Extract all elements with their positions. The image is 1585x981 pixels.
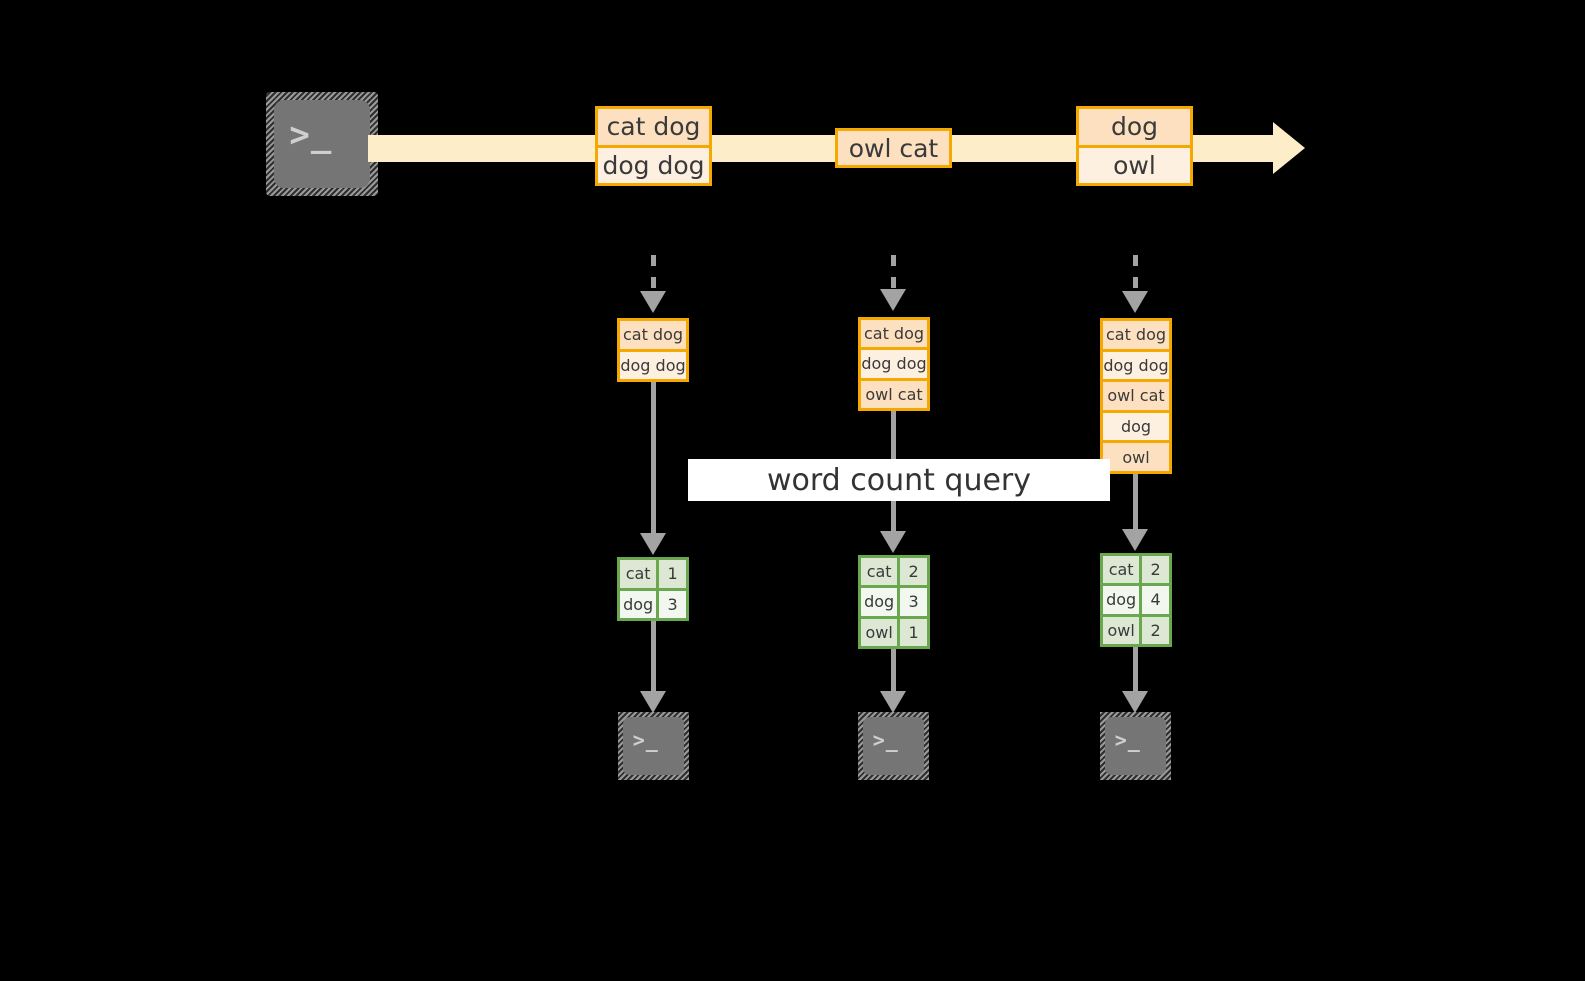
- snapshot-to-counts-arrowhead-3: [1122, 529, 1148, 551]
- terminal-screen: >_: [274, 100, 370, 188]
- word-count-table-1: cat 1 dog 3: [617, 557, 689, 621]
- sink-terminal-icon-3: >_: [1100, 712, 1171, 780]
- table-cell-word: dog: [1106, 590, 1137, 610]
- stream-arrow-head: [1273, 122, 1305, 174]
- table-cell-count: 1: [897, 618, 927, 646]
- snapshot-record: owl cat: [861, 377, 927, 408]
- stream-batch-2: owl cat: [835, 128, 952, 168]
- query-label: word count query: [688, 459, 1110, 501]
- word-count-table-3: cat 2 dog 4 owl 2: [1100, 553, 1172, 647]
- snapshot-record: dog dog: [1103, 348, 1169, 380]
- snapshot-record: dog: [1103, 409, 1169, 441]
- counts-to-sink-connector-1: [651, 621, 656, 695]
- counts-to-sink-connector-2: [891, 649, 896, 695]
- counts-to-sink-arrowhead-1: [640, 691, 666, 713]
- sink-terminal-icon-2: >_: [858, 712, 929, 780]
- query-label-text: word count query: [766, 462, 1032, 498]
- table-cell-word: owl: [1107, 620, 1135, 640]
- snapshot-record: cat dog: [620, 321, 686, 349]
- stream-to-snapshot-arrowhead-3: [1122, 291, 1148, 313]
- counts-to-sink-arrowhead-3: [1122, 691, 1148, 713]
- table-cell-word: dog: [623, 594, 654, 614]
- table-cell-count: 1: [656, 560, 686, 588]
- snapshot-record: owl: [1103, 440, 1169, 471]
- stream-record: dog dog: [598, 144, 709, 183]
- table-cell-count: 2: [897, 558, 927, 586]
- snapshot-to-counts-arrowhead-1: [640, 533, 666, 555]
- terminal-prompt-glyph: >_: [289, 114, 333, 155]
- snapshot-record: dog dog: [861, 347, 927, 378]
- stream-to-snapshot-connector-1: [651, 255, 656, 299]
- counts-to-sink-connector-3: [1133, 647, 1138, 695]
- snapshot-record: cat dog: [1103, 321, 1169, 349]
- snapshot-records-3: cat dog dog dog owl cat dog owl: [1100, 318, 1172, 474]
- table-cell-count: 3: [656, 590, 686, 618]
- terminal-screen: >_: [863, 717, 924, 775]
- table-cell-count: 4: [1139, 586, 1169, 614]
- snapshot-record: dog dog: [620, 348, 686, 379]
- counts-to-sink-arrowhead-2: [880, 691, 906, 713]
- stream-to-snapshot-connector-2: [891, 255, 896, 297]
- terminal-prompt-glyph: >_: [1114, 727, 1141, 752]
- stream-to-snapshot-arrowhead-2: [880, 289, 906, 311]
- table-cell-word: cat: [1108, 560, 1134, 580]
- terminal-screen: >_: [623, 717, 684, 775]
- snapshot-to-counts-connector-3: [1133, 474, 1138, 533]
- table-row: owl 2: [1103, 613, 1169, 644]
- table-cell-word: cat: [625, 564, 651, 584]
- table-cell-word: dog: [864, 592, 895, 612]
- table-cell-count: 2: [1139, 616, 1169, 644]
- stream-to-snapshot-arrowhead-1: [640, 291, 666, 313]
- snapshot-records-2: cat dog dog dog owl cat: [858, 317, 930, 411]
- snapshot-record: cat dog: [861, 320, 927, 348]
- stream-batch-3: dog owl: [1076, 106, 1193, 186]
- stream-record: owl cat: [838, 131, 949, 165]
- table-row: cat 1: [620, 560, 686, 588]
- terminal-prompt-glyph: >_: [872, 727, 899, 752]
- table-row: dog 3: [620, 587, 686, 618]
- table-cell-count: 2: [1139, 556, 1169, 584]
- stream-record: cat dog: [598, 109, 709, 145]
- snapshot-to-counts-connector-1: [651, 382, 656, 537]
- sink-terminal-icon-1: >_: [618, 712, 689, 780]
- table-cell-word: cat: [866, 562, 892, 582]
- table-row: owl 1: [861, 615, 927, 646]
- stream-to-snapshot-connector-3: [1133, 255, 1138, 299]
- source-terminal-icon: >_: [266, 92, 378, 196]
- snapshot-record: owl cat: [1103, 379, 1169, 410]
- stream-record: dog: [1079, 109, 1190, 145]
- stream-batch-1: cat dog dog dog: [595, 106, 712, 186]
- table-cell-word: owl: [865, 622, 893, 642]
- snapshot-records-1: cat dog dog dog: [617, 318, 689, 382]
- table-row: cat 2: [861, 558, 927, 586]
- terminal-prompt-glyph: >_: [632, 727, 659, 752]
- word-count-table-2: cat 2 dog 3 owl 1: [858, 555, 930, 649]
- snapshot-to-counts-arrowhead-2: [880, 531, 906, 553]
- table-row: dog 4: [1103, 583, 1169, 614]
- stream-record: owl: [1079, 144, 1190, 183]
- terminal-screen: >_: [1105, 717, 1166, 775]
- table-cell-count: 3: [897, 588, 927, 616]
- table-row: dog 3: [861, 585, 927, 616]
- table-row: cat 2: [1103, 556, 1169, 584]
